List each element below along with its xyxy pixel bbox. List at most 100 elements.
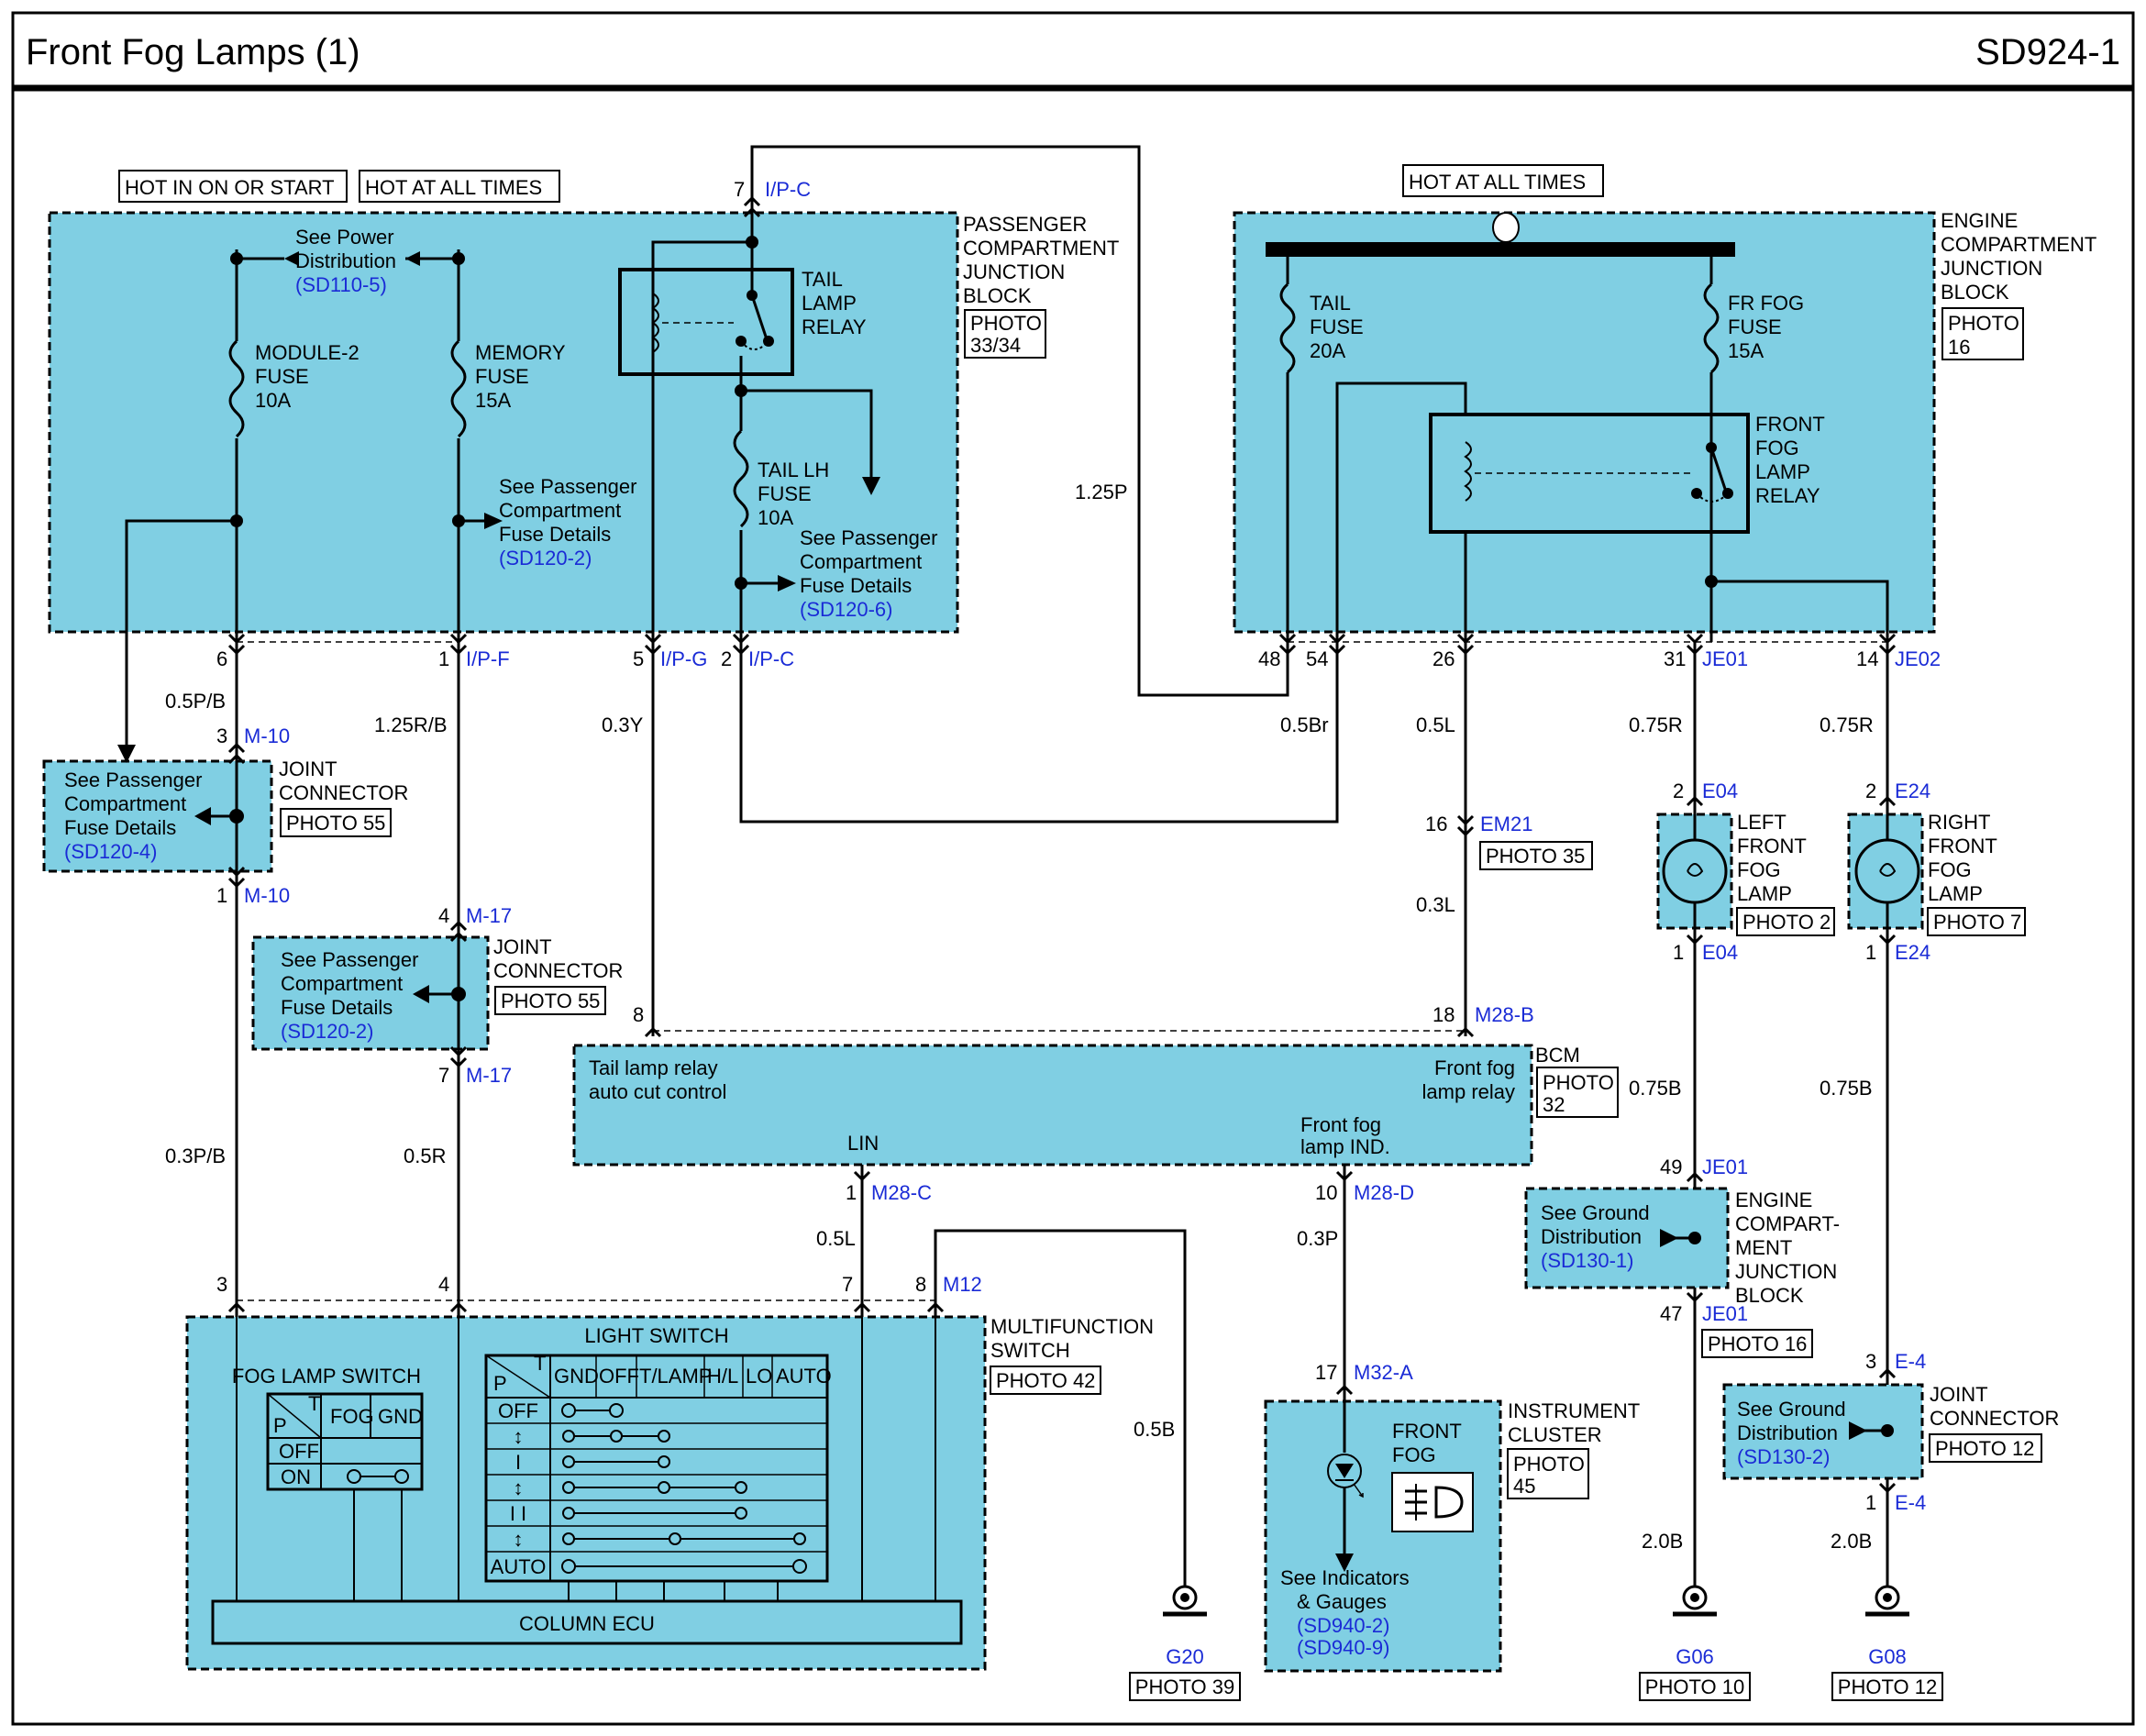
pcjb-photo-box [964, 309, 1046, 359]
arrow-m17-joint [413, 985, 429, 1003]
left-fog-lamp-symbol [1662, 814, 1728, 928]
svg-text:0.5L: 0.5L [816, 1227, 856, 1250]
jc-m17-see-2: Compartment [281, 972, 403, 995]
arrow-ground-e4 [1849, 1421, 1867, 1440]
ls-col-gnd: GND [554, 1365, 599, 1388]
cluster-front-fog-1: FRONT [1392, 1420, 1462, 1443]
pcjb-label-3: JUNCTION [963, 260, 1065, 283]
right-lamp-photo-box [1927, 907, 2026, 936]
fog-relay-2: FOG [1755, 437, 1799, 459]
pcjb-label-1: PASSENGER [963, 213, 1087, 236]
source-on-start: HOT IN ON OR START [125, 176, 335, 199]
front-fog-lamp-relay [1429, 413, 1750, 534]
svg-text:E-4: E-4 [1895, 1491, 1926, 1514]
front-fog-symbol-icon [1391, 1472, 1474, 1532]
arrow-ground-ecjb [1660, 1229, 1678, 1247]
svg-text:49: 49 [1660, 1155, 1682, 1178]
svg-text:14: 14 [1856, 647, 1878, 670]
fog-switch-title: FOG LAMP SWITCH [232, 1365, 421, 1388]
jc-e4-photo-box [1929, 1433, 2042, 1463]
module2-fuse-1: MODULE-2 [255, 341, 360, 364]
svg-text:0.75R: 0.75R [1629, 713, 1683, 736]
arrow-power-from-memory [405, 251, 420, 266]
ls-row-auto: AUTO [491, 1555, 547, 1578]
ground-g06-photo: PHOTO 10 [1645, 1675, 1744, 1698]
svg-text:M28-C: M28-C [871, 1181, 932, 1204]
ecjb2-label-2: COMPART- [1735, 1212, 1840, 1235]
cluster-label-2: CLUSTER [1508, 1423, 1602, 1446]
jc-e4-see-ref: (SD130-2) [1737, 1445, 1830, 1468]
ls-p: P [493, 1372, 507, 1395]
ecjb2-see-ref: (SD130-1) [1541, 1249, 1633, 1272]
memory-fuse-2: FUSE [475, 365, 529, 388]
svg-text:M-10: M-10 [244, 884, 290, 907]
light-switch-table [484, 1354, 829, 1583]
svg-text:0.5R: 0.5R [404, 1144, 446, 1167]
jc-m17-see-3: Fuse Details [281, 996, 393, 1019]
ground-symbols [1163, 1585, 1909, 1617]
svg-text:1: 1 [438, 647, 449, 670]
ls-col-tlamp: T/LAMP [639, 1365, 712, 1388]
jc-m10-photo: PHOTO 55 [286, 812, 385, 835]
ecjb-photo-2: 16 [1948, 336, 1970, 359]
svg-text:JE01: JE01 [1702, 1155, 1748, 1178]
ground-g08-photo: PHOTO 12 [1838, 1675, 1937, 1698]
svg-text:0.5L: 0.5L [1416, 713, 1455, 736]
arrow-sd120-2 [484, 513, 503, 529]
svg-text:2.0B: 2.0B [1831, 1530, 1872, 1553]
ecjb2-photo-box [1701, 1329, 1813, 1358]
svg-text:0.75R: 0.75R [1820, 713, 1874, 736]
svg-text:0.5P/B: 0.5P/B [165, 690, 226, 713]
svg-text:54: 54 [1306, 647, 1328, 670]
ecjb-photo-1: PHOTO [1948, 312, 2019, 335]
svg-text:2.0B: 2.0B [1642, 1530, 1683, 1553]
arrow-m10-joint [194, 807, 211, 825]
svg-text:48: 48 [1258, 647, 1280, 670]
cluster-see-1: See Indicators [1280, 1566, 1410, 1589]
fog-row-off: OFF [279, 1440, 319, 1463]
ecjb-label-4: BLOCK [1941, 281, 2009, 304]
see-pcfd-a-3: Fuse Details [499, 523, 611, 546]
jc-m17-label-1: JOINT [493, 935, 552, 958]
ecjb-bus-bar [1266, 242, 1735, 257]
svg-text:E24: E24 [1895, 780, 1930, 802]
column-ecu-box [211, 1599, 963, 1645]
svg-text:16: 16 [1425, 813, 1447, 835]
fog-relay-4: RELAY [1755, 484, 1820, 507]
tail-fuse-1: TAIL [1310, 292, 1351, 315]
pcjb-label-2: COMPARTMENT [963, 237, 1119, 260]
svg-text:M-17: M-17 [466, 904, 512, 927]
connector-boundaries [237, 641, 1887, 1301]
ecjb-bus-node [1492, 212, 1520, 243]
right-fog-lamp-symbol [1854, 814, 1920, 928]
see-pcfd-a-1: See Passenger [499, 475, 636, 498]
svg-text:M-10: M-10 [244, 724, 290, 747]
right-lamp-label-4: LAMP [1928, 882, 1983, 905]
source-box-on-start [118, 170, 348, 203]
bcm-photo-1: PHOTO [1543, 1071, 1614, 1094]
svg-text:5: 5 [633, 647, 644, 670]
cluster-photo-box [1507, 1448, 1589, 1499]
fog-indicator-led-icon [1327, 1401, 1364, 1572]
arrow-sd120-4-down [117, 745, 136, 763]
pcjb-photo-1: PHOTO [970, 312, 1042, 335]
svg-text:31: 31 [1664, 647, 1686, 670]
tail-fuse-3: 20A [1310, 339, 1345, 362]
bcm-fog-ind-2: lamp IND. [1300, 1135, 1390, 1158]
svg-text:2: 2 [1673, 780, 1684, 802]
svg-text:6: 6 [216, 647, 227, 670]
bcm-block [572, 1044, 1533, 1167]
light-switch-title: LIGHT SWITCH [584, 1324, 728, 1347]
svg-text:4: 4 [438, 904, 449, 927]
jc-m17-see-ref: (SD120-2) [281, 1020, 373, 1043]
jc-m10-see-2: Compartment [64, 792, 186, 815]
fr-fog-fuse-2: FUSE [1728, 315, 1782, 338]
ecjb2-see-1: See Ground [1541, 1201, 1650, 1224]
ecjb2-photo: PHOTO 16 [1708, 1332, 1807, 1355]
jc-m17-see-1: See Passenger [281, 948, 418, 971]
tail-lh-fuse-1: TAIL LH [758, 459, 829, 481]
jc-m10-see-3: Fuse Details [64, 816, 176, 839]
right-lamp-label-2: FRONT [1928, 835, 1997, 857]
em21-photo-box [1479, 841, 1593, 870]
svg-text:7: 7 [438, 1064, 449, 1087]
